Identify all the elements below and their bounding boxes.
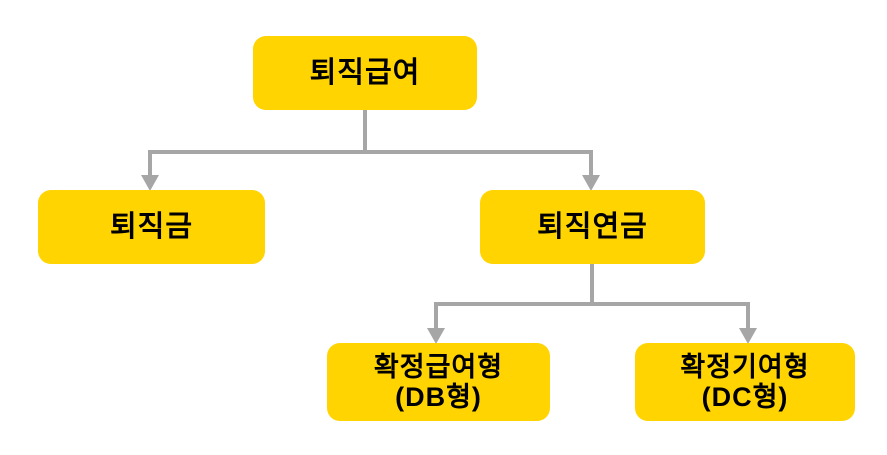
node-defined-benefit: 확정급여형 (DB형) xyxy=(327,343,550,421)
node-defined-benefit-label: 확정급여형 xyxy=(373,351,504,382)
arrowhead-to-retirement-pension xyxy=(582,175,600,191)
node-defined-contribution-label: 확정기여형 xyxy=(680,351,810,382)
level2-elbow-line xyxy=(434,264,750,330)
node-defined-contribution-sublabel: (DC형) xyxy=(701,382,789,412)
level1-elbow-line xyxy=(148,110,593,177)
arrowhead-to-defined-benefit xyxy=(427,328,445,344)
arrowhead-to-defined-contribution xyxy=(739,328,757,344)
node-retirement-pension: 퇴직연금 xyxy=(480,190,705,264)
node-severance-pay: 퇴직금 xyxy=(38,190,265,264)
node-retirement-benefit-label: 퇴직급여 xyxy=(309,56,421,89)
level2-connector xyxy=(427,264,757,344)
node-defined-benefit-sublabel: (DB형) xyxy=(395,382,482,412)
arrowhead-to-severance-pay xyxy=(141,175,159,191)
node-severance-pay-label: 퇴직금 xyxy=(109,210,194,243)
level1-connector xyxy=(141,110,600,191)
node-retirement-pension-label: 퇴직연금 xyxy=(537,210,648,243)
node-retirement-benefit: 퇴직급여 xyxy=(253,36,477,110)
node-defined-contribution: 확정기여형 (DC형) xyxy=(635,343,855,421)
